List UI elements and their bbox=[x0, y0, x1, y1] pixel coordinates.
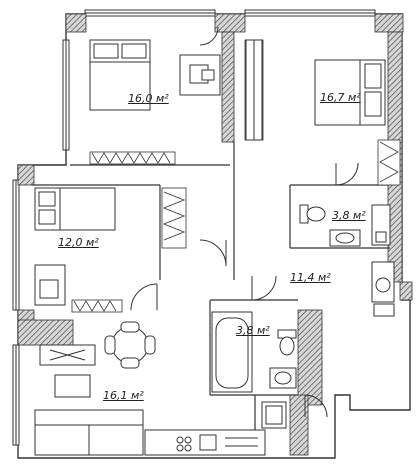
sofa-icon bbox=[34, 374, 144, 456]
room-area-bathroom-1: 3,8 м² bbox=[332, 209, 366, 222]
bathtub-icon bbox=[211, 311, 253, 393]
tv-icon bbox=[39, 344, 96, 366]
room-area-bedroom-3: 12,0 м² bbox=[58, 236, 99, 249]
room-area-bathroom-2: 3,8 м² bbox=[236, 324, 270, 337]
bed-icon bbox=[314, 59, 386, 126]
toilet-icon bbox=[299, 204, 326, 224]
radiator-icon bbox=[71, 299, 123, 313]
wardrobe-icon bbox=[161, 187, 187, 249]
doors bbox=[130, 26, 359, 418]
wardrobe-icon bbox=[245, 39, 263, 141]
sink-icon bbox=[269, 367, 297, 389]
dining-table-icon bbox=[104, 321, 156, 369]
room-area-bedroom-1: 16,0 м² bbox=[128, 92, 169, 105]
sink-icon bbox=[261, 401, 287, 429]
desk-chair-icon bbox=[179, 54, 221, 96]
washing-machine-icon bbox=[371, 204, 391, 246]
sink-icon bbox=[329, 229, 361, 247]
windows bbox=[12, 9, 376, 446]
radiator-icon bbox=[89, 151, 176, 165]
room-area-hallway: 11,4 м² bbox=[290, 271, 331, 284]
toilet-icon bbox=[277, 329, 297, 356]
wardrobe-icon bbox=[377, 139, 401, 186]
desk-chair-icon bbox=[34, 264, 66, 306]
bed-icon bbox=[34, 187, 116, 231]
bed-icon bbox=[89, 39, 151, 111]
room-area-kitchen-living: 16,1 м² bbox=[103, 389, 144, 402]
room-area-bedroom-2: 16,7 м² bbox=[320, 91, 361, 104]
washing-machine-icon bbox=[371, 261, 395, 317]
stove-icon bbox=[144, 429, 266, 456]
